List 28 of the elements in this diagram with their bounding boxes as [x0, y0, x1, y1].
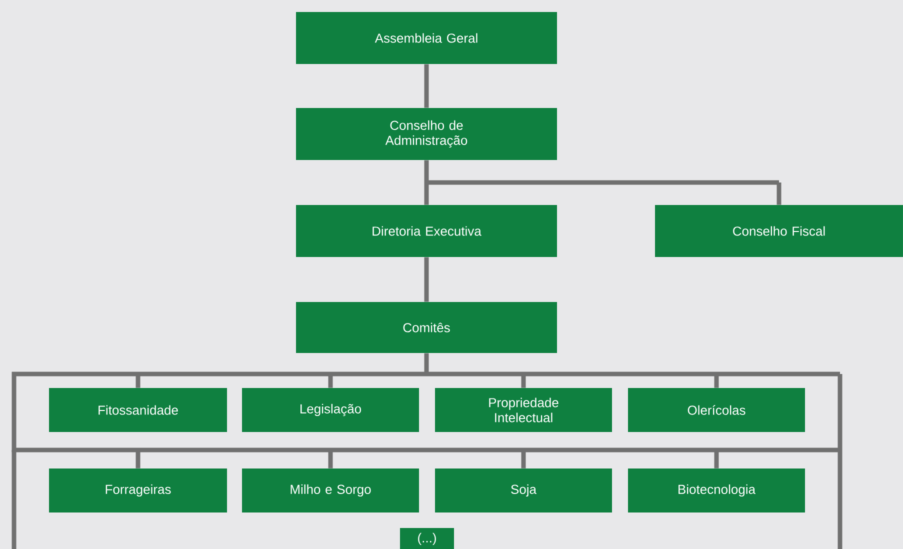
connector-line: [714, 450, 719, 468]
connector-line: [776, 182, 782, 205]
connector-line: [521, 374, 526, 388]
org-box: Comitês: [296, 302, 557, 353]
connector-line: [136, 374, 140, 388]
connector-line: [328, 450, 333, 468]
org-box: Olerícolas: [628, 388, 805, 432]
connector-line: [424, 64, 429, 108]
org-box: Forrageiras: [49, 468, 227, 512]
org-box: Biotecnologia: [628, 468, 805, 512]
connector-line: [328, 374, 333, 388]
org-box: Milho e Sorgo: [242, 468, 419, 512]
org-box: Soja: [435, 468, 612, 512]
org-box: Propriedade Intelectual: [435, 388, 612, 432]
connector-line: [424, 158, 782, 185]
ellipsis-box: (...): [400, 528, 454, 549]
org-box: Assembleia Geral: [296, 12, 557, 64]
org-box: Conselho de Administração: [296, 108, 557, 160]
org-box: Fitossanidade: [49, 388, 227, 432]
connector-line: [424, 182, 429, 205]
connector-line: [136, 450, 140, 468]
org-box: Legislação: [242, 388, 419, 432]
org-box: Diretoria Executiva: [296, 205, 557, 257]
connector-line: [714, 374, 719, 388]
connector-line: [424, 257, 429, 302]
org-box: Conselho Fiscal: [655, 205, 903, 257]
connector-line: [12, 350, 842, 452]
connector-line: [521, 450, 526, 468]
